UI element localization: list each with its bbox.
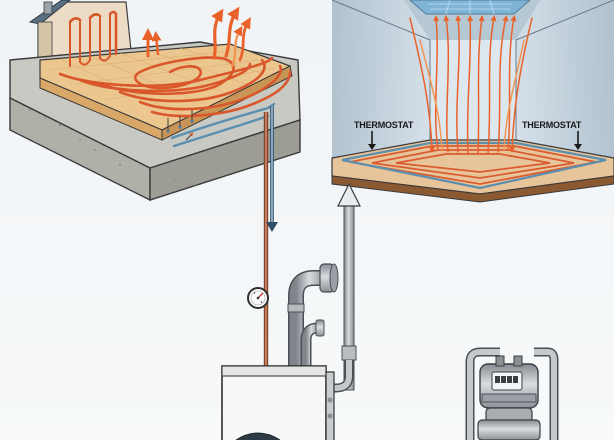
heat-arrow-icon	[142, 6, 251, 68]
thermostat-left: THERMOSTAT	[354, 120, 414, 150]
floor-heating-pipe	[58, 10, 292, 118]
flue-pipe	[326, 182, 361, 393]
room-view: THERMOSTAT THERMOSTAT	[331, 0, 614, 203]
thermostat-right-label: THERMOSTAT	[522, 120, 582, 130]
boiler	[221, 365, 335, 440]
thermostat-right: THERMOSTAT	[522, 120, 582, 150]
floor-return-pipe	[170, 102, 276, 148]
return-pipe	[266, 106, 278, 232]
boiler-pipework	[287, 263, 339, 380]
room-heat-arrows	[409, 15, 533, 155]
thermostat-left-label: THERMOSTAT	[354, 120, 414, 130]
house-floor-section	[9, 0, 301, 202]
gas-meter-icon	[465, 347, 559, 440]
gauge-icon	[247, 287, 269, 309]
floor-flow-arrows	[166, 110, 194, 141]
